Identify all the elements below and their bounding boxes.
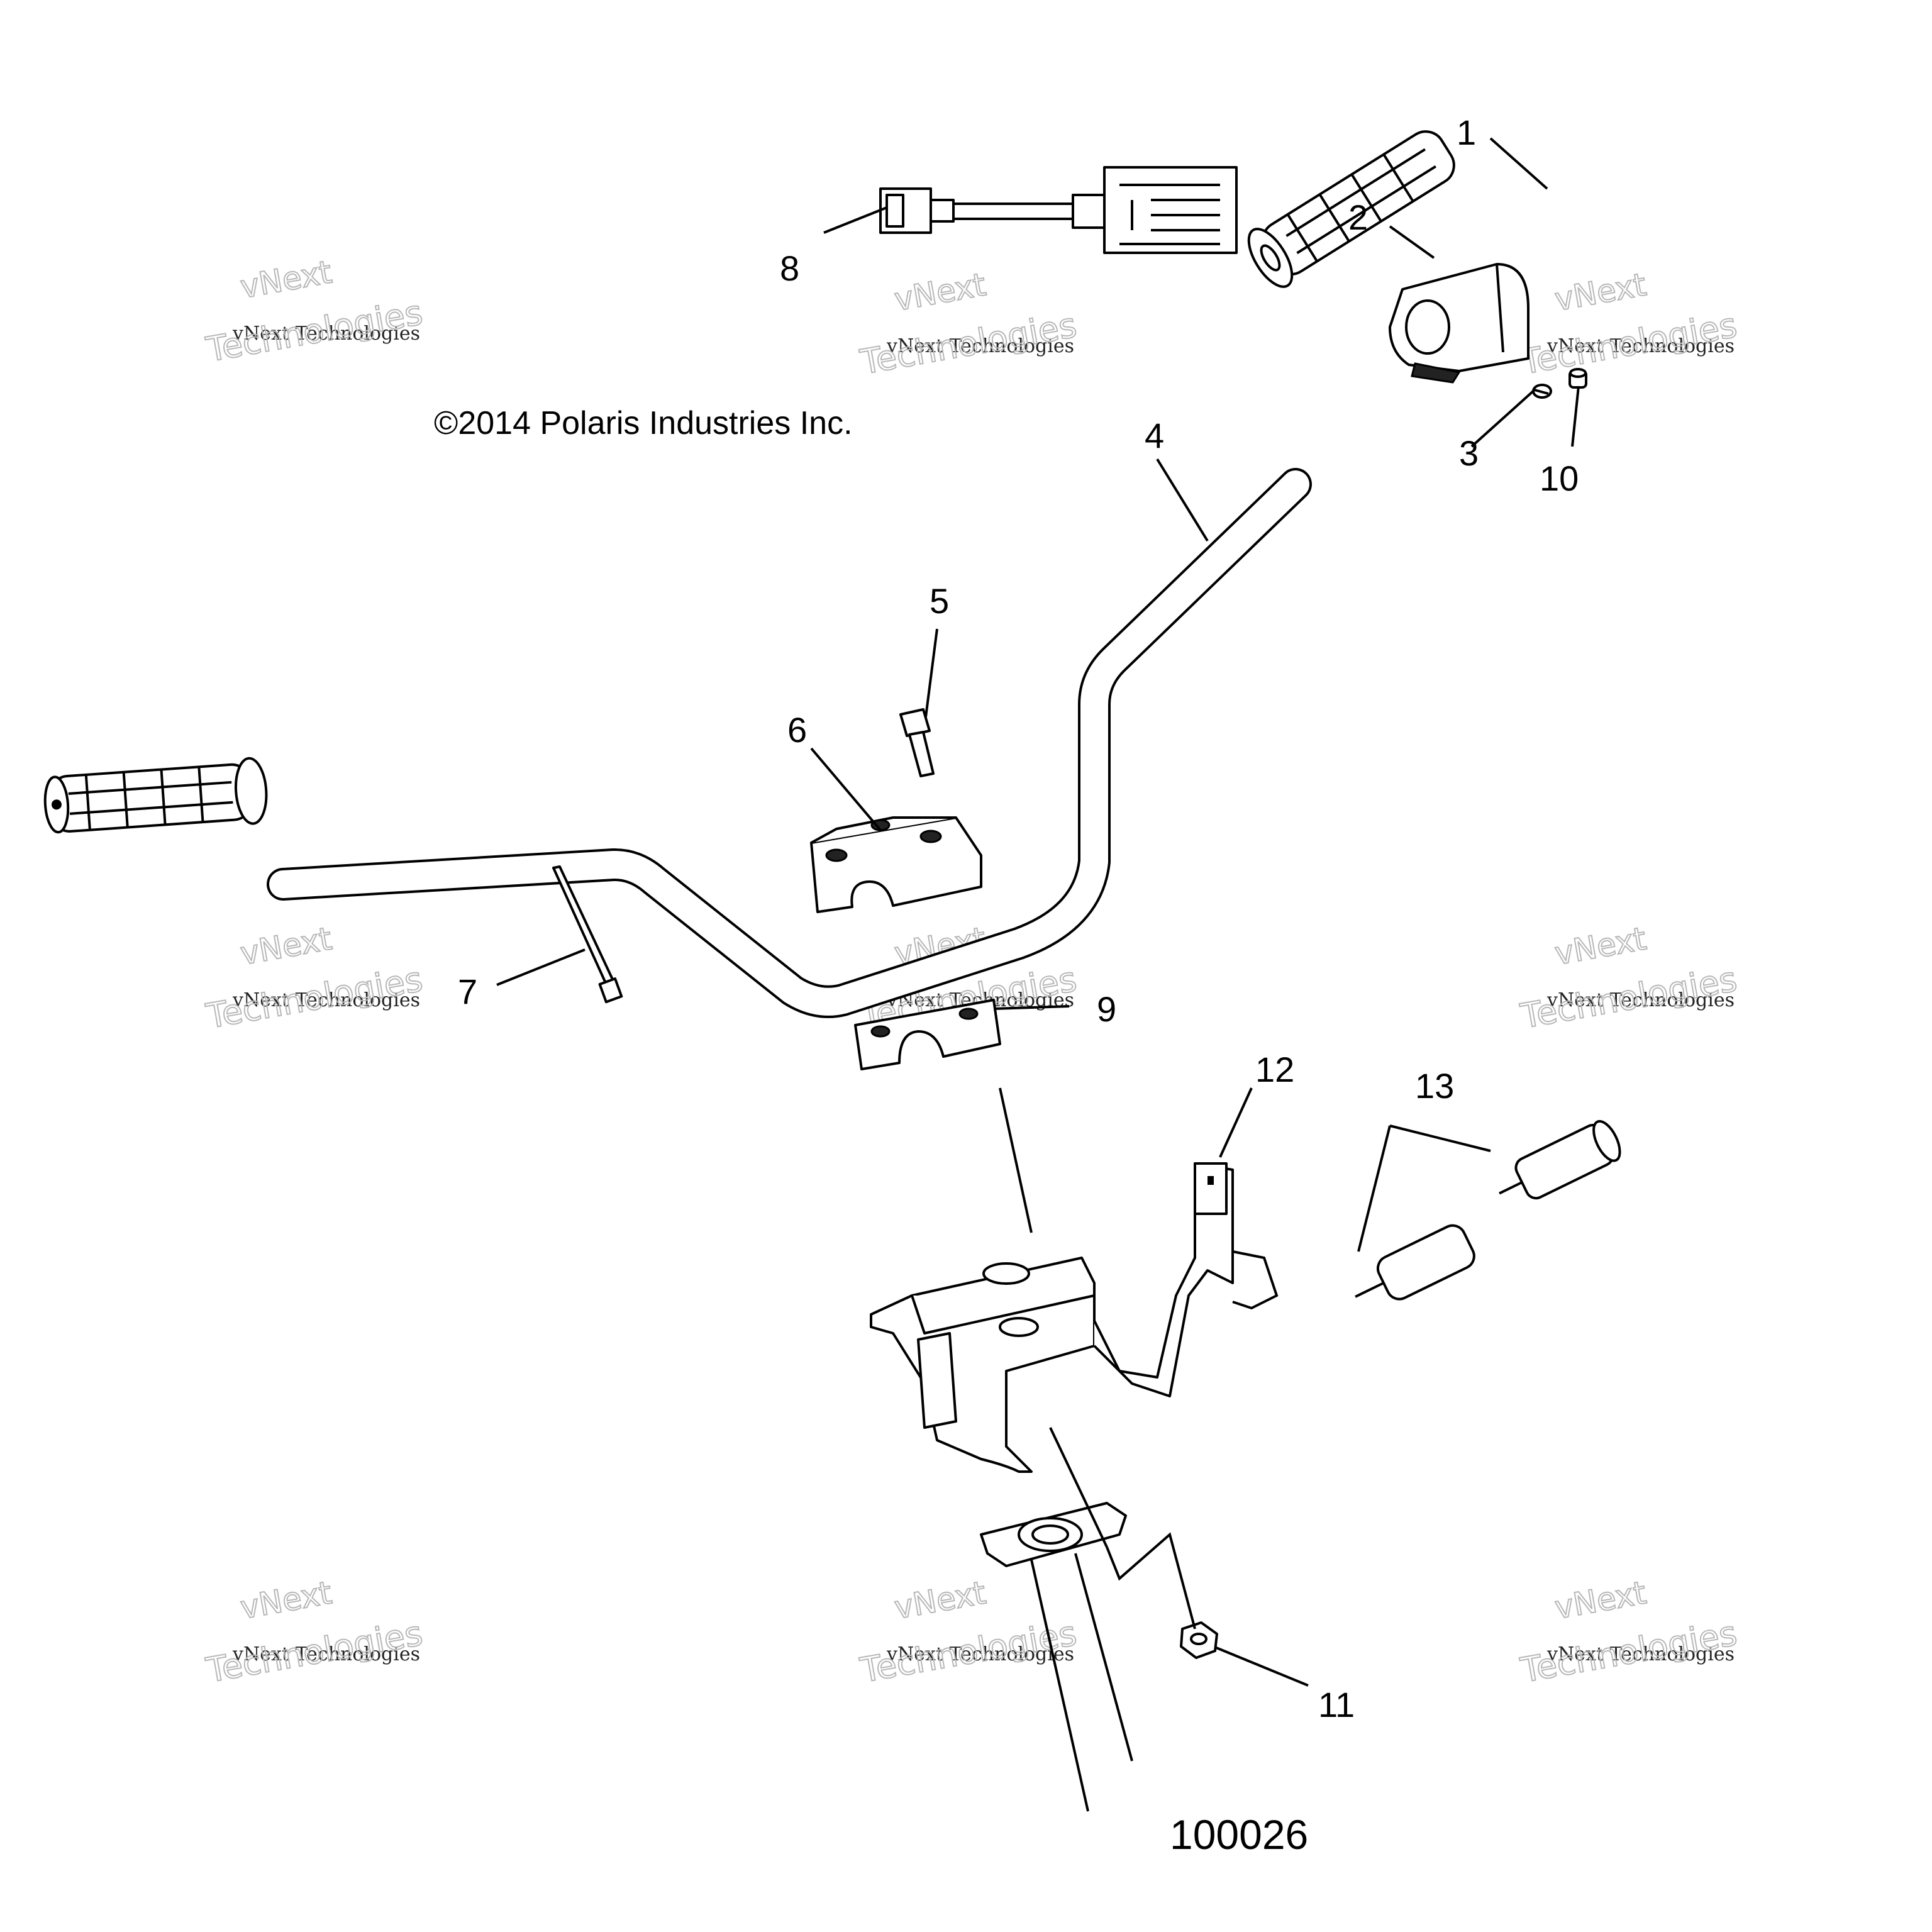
- svg-text:Technologies: Technologies: [1518, 1613, 1740, 1690]
- svg-text:vNext: vNext: [238, 253, 335, 305]
- svg-text:vNext Technologies: vNext Technologies: [232, 989, 420, 1011]
- watermark-bottom-left: vNext vNext Technologies Technologies: [203, 1574, 426, 1690]
- callout-10: 10: [1540, 458, 1579, 498]
- part-nut: [1180, 1621, 1218, 1659]
- watermark-top-center: vNext vNext Technologies Technologies: [857, 265, 1080, 382]
- svg-text:vNext Technologies: vNext Technologies: [1546, 989, 1735, 1011]
- callout-6: 6: [787, 710, 807, 750]
- svg-text:Technologies: Technologies: [857, 305, 1080, 382]
- svg-text:vNext Technologies: vNext Technologies: [886, 335, 1074, 357]
- watermark-bottom-right: vNext vNext Technologies Technologies: [1517, 1574, 1741, 1690]
- svg-text:vNext Technologies: vNext Technologies: [1546, 335, 1735, 357]
- svg-text:Technologies: Technologies: [203, 1613, 426, 1690]
- figure-number: 100026: [1170, 1811, 1308, 1858]
- watermark-top-left: vNext vNext Technologies Technologies: [203, 253, 426, 370]
- part-left-grip: [43, 757, 268, 834]
- svg-text:vNext: vNext: [892, 266, 989, 318]
- part-small-screw: [1532, 384, 1552, 399]
- callout-1: 1: [1457, 113, 1476, 152]
- svg-text:vNext Technologies: vNext Technologies: [232, 1643, 420, 1665]
- copyright-text: ©2014 Polaris Industries Inc.: [434, 405, 853, 441]
- part-mount-bracket: [870, 1162, 1279, 1473]
- callout-5: 5: [930, 581, 949, 621]
- callout-13: 13: [1415, 1066, 1454, 1106]
- part-bolt: [899, 708, 935, 777]
- callout-3: 3: [1459, 433, 1479, 473]
- part-lower-clamp: [854, 999, 1001, 1070]
- callout-8: 8: [780, 248, 799, 288]
- part-small-cap: [1568, 368, 1587, 389]
- callout-7: 7: [458, 972, 477, 1011]
- watermark-top-right: vNext vNext Technologies Technologies: [1517, 265, 1741, 382]
- svg-text:vNext: vNext: [1552, 1574, 1649, 1626]
- svg-text:Technologies: Technologies: [203, 292, 426, 369]
- svg-text:vNext: vNext: [1552, 266, 1649, 318]
- callout-4: 4: [1145, 416, 1164, 455]
- svg-text:vNext Technologies: vNext Technologies: [232, 323, 420, 345]
- part-connector-pair: [1355, 1119, 1621, 1301]
- callout-12: 12: [1255, 1050, 1294, 1089]
- part-handlebar: [267, 468, 1312, 1018]
- svg-text:vNext: vNext: [1552, 920, 1649, 972]
- svg-text:vNext Technologies: vNext Technologies: [1546, 1643, 1735, 1665]
- svg-text:Technologies: Technologies: [1518, 305, 1740, 382]
- svg-text:vNext: vNext: [892, 1574, 989, 1626]
- watermark-middle-left: vNext vNext Technologies Technologies: [203, 919, 426, 1036]
- callout-2: 2: [1348, 197, 1368, 237]
- leader-lines: [496, 137, 1580, 1687]
- part-throttle-housing: [1389, 263, 1530, 384]
- part-upper-clamp: [810, 816, 982, 913]
- watermark-middle-right: vNext vNext Technologies Technologies: [1517, 919, 1741, 1036]
- svg-text:vNext: vNext: [238, 920, 335, 972]
- part-steering-post: [980, 1502, 1133, 1812]
- callout-9: 9: [1097, 989, 1116, 1029]
- callout-11: 11: [1318, 1685, 1355, 1724]
- part-cable-tie: [552, 865, 623, 1004]
- part-right-grip: [1247, 130, 1455, 288]
- part-heater-harness: [879, 166, 1238, 254]
- svg-text:Technologies: Technologies: [1518, 959, 1740, 1036]
- svg-text:Technologies: Technologies: [203, 959, 426, 1036]
- svg-text:vNext: vNext: [238, 1574, 335, 1626]
- svg-text:vNext Technologies: vNext Technologies: [886, 1643, 1074, 1665]
